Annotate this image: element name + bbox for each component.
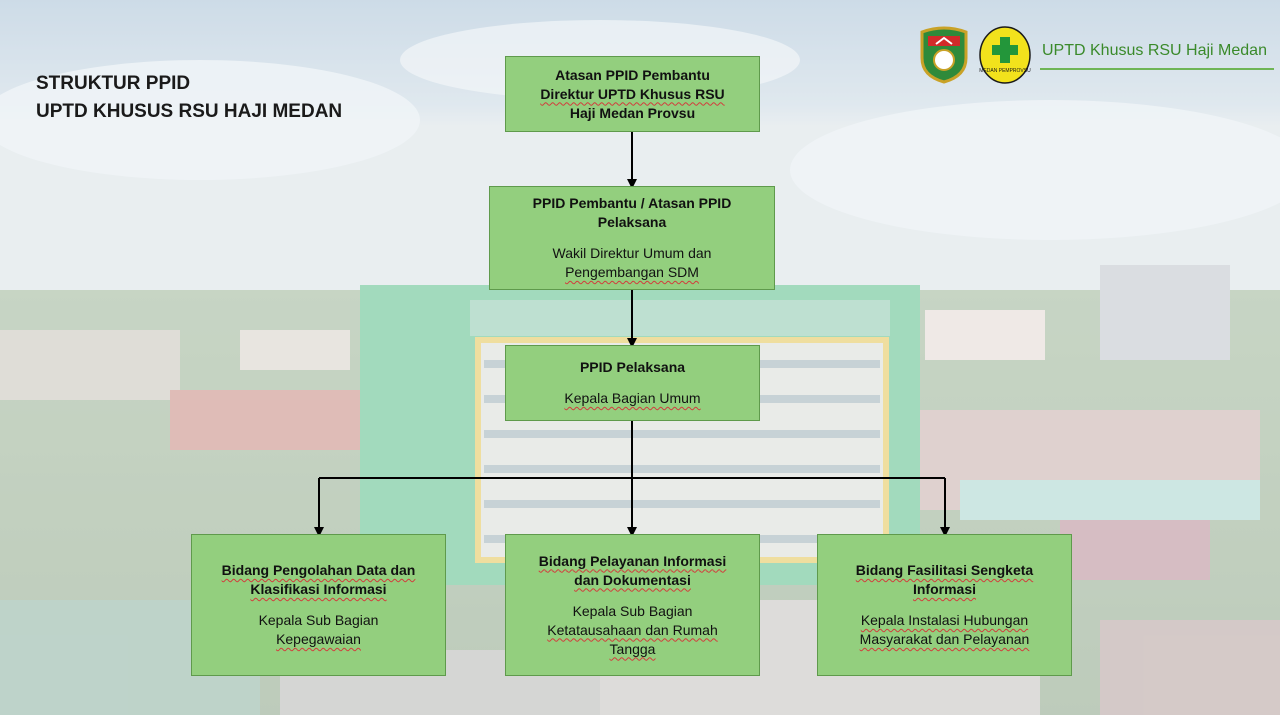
node-holder-line: Masyarakat dan Pelayanan [859, 631, 1030, 647]
node-holder-line: Kepala Instalasi Hubungan [860, 612, 1029, 628]
node-holder: Kepala Sub Bagian Kepegawaian [259, 611, 379, 649]
node-role: Bidang Pengolahan Data dan Klasifikasi I… [222, 561, 416, 599]
logo-right-text: MEDAN PEMPROVSU [979, 68, 1031, 74]
node-role-line: Bidang Pengolahan Data dan [221, 562, 416, 578]
node-role: Bidang Fasilitasi Sengketa Informasi [856, 561, 1033, 599]
node-holder-line: Kepegawaian [276, 631, 361, 647]
node-holder-line: Tangga [609, 640, 656, 657]
hospital-name: UPTD Khusus RSU Haji Medan [1042, 42, 1267, 59]
node-role-line: PPID Pembantu / Atasan PPID [532, 195, 732, 211]
page-title-line-2: UPTD KHUSUS RSU HAJI MEDAN [36, 101, 343, 122]
node-role-line: Pelaksana [597, 214, 667, 230]
node-bidang-pengolahan-data: Bidang Pengolahan Data dan Klasifikasi I… [191, 534, 446, 676]
node-role: Atasan PPID Pembantu Direktur UPTD Khusu… [540, 66, 724, 123]
node-ppid-pembantu: PPID Pembantu / Atasan PPID Pelaksana Wa… [489, 186, 775, 290]
node-role-line: Bidang Pelayanan Informasi [538, 552, 727, 569]
node-role: PPID Pelaksana [580, 358, 685, 377]
node-holder-line: Pengembangan SDM [565, 264, 699, 280]
node-holder: Kepala Sub Bagian Ketatausahaan dan Ruma… [547, 602, 717, 659]
hospital-name-underline [1040, 68, 1274, 70]
node-role: Bidang Pelayanan Informasi dan Dokumenta… [539, 552, 727, 590]
node-role-line: Direktur UPTD Khusus RSU [540, 85, 725, 102]
node-holder: Wakil Direktur Umum dan Pengembangan SDM [553, 244, 712, 282]
node-holder-line: Kepala Sub Bagian [572, 602, 693, 619]
node-role-line: dan Dokumentasi [574, 571, 691, 588]
node-ppid-pelaksana: PPID Pelaksana Kepala Bagian Umum [505, 345, 760, 421]
node-role-line: Informasi [912, 581, 976, 597]
node-role-line: Haji Medan Provsu [569, 104, 696, 121]
node-role: PPID Pembantu / Atasan PPID Pelaksana [533, 194, 732, 232]
node-role-line: PPID Pelaksana [579, 359, 686, 375]
node-bidang-pelayanan-informasi: Bidang Pelayanan Informasi dan Dokumenta… [505, 534, 760, 676]
node-role-line: Klasifikasi Informasi [250, 581, 387, 597]
node-holder-line: Kepala Bagian Umum [564, 390, 701, 406]
node-holder: Kepala Bagian Umum [564, 389, 700, 408]
north-sumatra-emblem-icon [920, 26, 968, 84]
node-atasan-ppid-pembantu: Atasan PPID Pembantu Direktur UPTD Khusu… [505, 56, 760, 132]
page-title: STRUKTUR PPID UPTD KHUSUS RSU HAJI MEDAN [36, 70, 342, 126]
node-role-line: Bidang Fasilitasi Sengketa [855, 562, 1034, 578]
node-holder: Kepala Instalasi Hubungan Masyarakat dan… [860, 611, 1030, 649]
node-holder-line: Wakil Direktur Umum dan [552, 245, 712, 261]
node-role-line: Atasan PPID Pembantu [555, 66, 710, 83]
node-bidang-fasilitasi-sengketa: Bidang Fasilitasi Sengketa Informasi Kep… [817, 534, 1072, 676]
rsu-haji-green-cross-icon: MEDAN PEMPROVSU [979, 26, 1031, 84]
node-holder-line: Kepala Sub Bagian [258, 612, 379, 628]
header-logos: MEDAN PEMPROVSU UPTD Khusus RSU Haji Med… [918, 20, 1278, 90]
node-holder-line: Ketatausahaan dan Rumah [547, 621, 718, 638]
page-title-line-1: STRUKTUR PPID [36, 73, 191, 94]
